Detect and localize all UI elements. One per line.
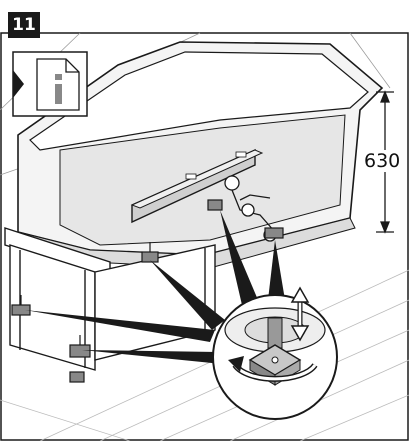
step-number: 11	[8, 12, 40, 38]
dimension-label: 630	[362, 150, 403, 172]
rotate-arrow-icon	[228, 356, 244, 372]
detail-inset	[212, 286, 338, 420]
up-down-arrow-icon	[290, 286, 310, 342]
callout-wedges	[25, 210, 285, 364]
spirit-level	[130, 148, 264, 224]
info-box	[12, 51, 88, 117]
document-info-icon	[36, 58, 80, 111]
arrow-right-icon	[13, 70, 24, 98]
adjustable-feet	[11, 199, 284, 383]
